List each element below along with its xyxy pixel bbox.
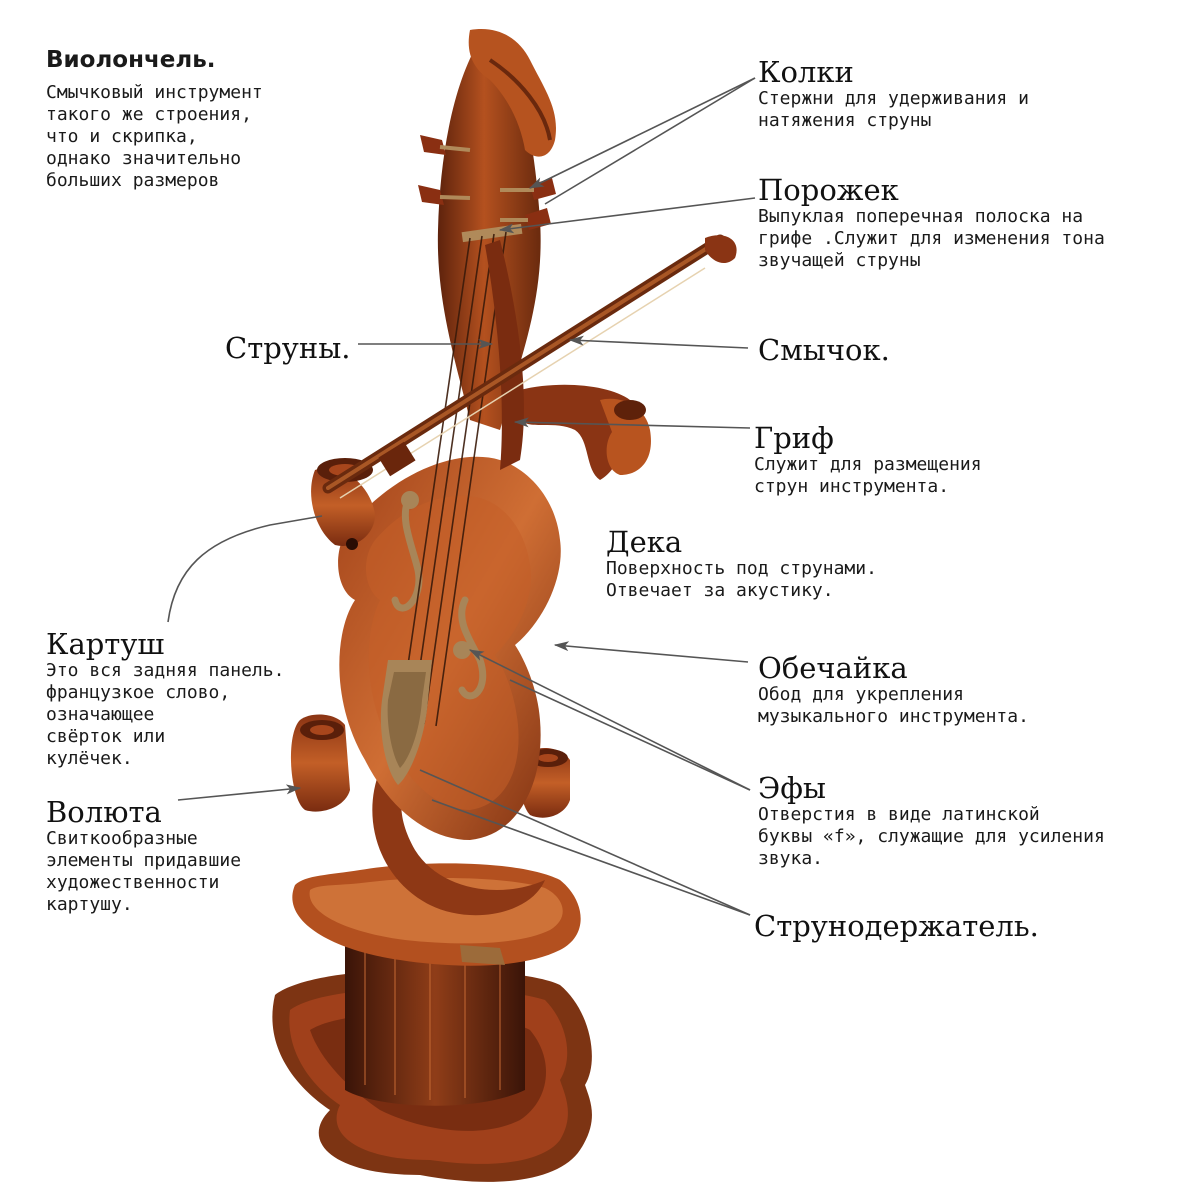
label-porozhek-title: Порожек — [758, 173, 899, 207]
label-obechayka: Обечайка Обод для укрепления музыкальног… — [758, 652, 1029, 728]
label-obechayka-title: Обечайка — [758, 651, 908, 685]
cello-rib — [520, 384, 651, 480]
label-kartush-desc: Это вся задняя панель. французкое слово,… — [46, 660, 285, 769]
tailpiece-swirl — [372, 770, 545, 916]
strings — [399, 231, 507, 727]
label-volyuta-desc: Свиткообразные элементы придавшие художе… — [46, 828, 242, 915]
label-porozhek: Порожек Выпуклая поперечная полоска на г… — [758, 174, 1105, 272]
label-kartush-title: Картуш — [46, 627, 165, 661]
label-smychok: Смычок. — [758, 334, 890, 366]
label-deka-desc: Поверхность под струнами. Отвечает за ак… — [606, 558, 877, 601]
arrow-smychok — [568, 335, 749, 349]
label-deka: Дека Поверхность под струнами. Отвечает … — [606, 526, 877, 602]
label-kartush: Картуш Это вся задняя панель. французкое… — [46, 628, 284, 770]
label-strunoderzhatel: Струнодержатель. — [754, 910, 1039, 942]
arrow-porozhek — [498, 197, 756, 234]
leader-kartush — [167, 515, 323, 623]
arrow-obechayka — [553, 641, 749, 663]
label-obechayka-desc: Обод для укрепления музыкального инструм… — [758, 684, 1029, 727]
intro-title: Виолончель. — [46, 47, 216, 73]
fingerboard — [485, 240, 524, 470]
arrow-volyuta — [177, 784, 302, 801]
label-strunoderzhatel-title: Струнодержатель. — [754, 909, 1039, 943]
label-efy-desc: Отверстия в виде латинской буквы «f», сл… — [758, 804, 1105, 869]
bow — [322, 234, 737, 499]
arrow-efy — [468, 649, 751, 791]
label-porozhek-desc: Выпуклая поперечная полоска на грифе .Сл… — [758, 206, 1105, 271]
label-grif-desc: Служит для размещения струн инструмента. — [754, 454, 982, 497]
label-grif-title: Гриф — [754, 421, 834, 455]
intro-block: Виолончель. Смычковый инструмент такого … — [46, 46, 263, 192]
label-smychok-title: Смычок. — [758, 333, 890, 367]
intro-text: Смычковый инструмент такого же строения,… — [46, 82, 263, 191]
f-hole-left — [391, 496, 423, 612]
label-struny: Струны. — [225, 332, 351, 364]
label-kolki-title: Колки — [758, 55, 854, 89]
lower-volute-left — [290, 714, 350, 812]
leader-strunoderzhatel — [419, 769, 751, 916]
label-grif: Гриф Служит для размещения струн инструм… — [754, 422, 982, 498]
tailpiece — [380, 660, 432, 785]
leader-lines — [167, 77, 756, 916]
label-volyuta-title: Волюта — [46, 795, 162, 829]
pedestal-capital — [292, 863, 581, 966]
arrow-kolki — [528, 77, 756, 189]
label-deka-title: Дека — [606, 525, 683, 559]
cartouche-left — [311, 458, 375, 550]
base-column — [345, 935, 525, 1106]
label-struny-title: Струны. — [225, 331, 351, 365]
label-efy: Эфы Отверстия в виде латинской буквы «f»… — [758, 772, 1105, 870]
arrow-grif — [513, 417, 751, 429]
label-kolki: Колки Стержни для удерживания и натяжени… — [758, 56, 1029, 132]
label-kolki-desc: Стержни для удерживания и натяжения стру… — [758, 88, 1029, 131]
label-volyuta: Волюта Свиткообразные элементы придавшие… — [46, 796, 241, 916]
label-efy-title: Эфы — [758, 771, 826, 805]
